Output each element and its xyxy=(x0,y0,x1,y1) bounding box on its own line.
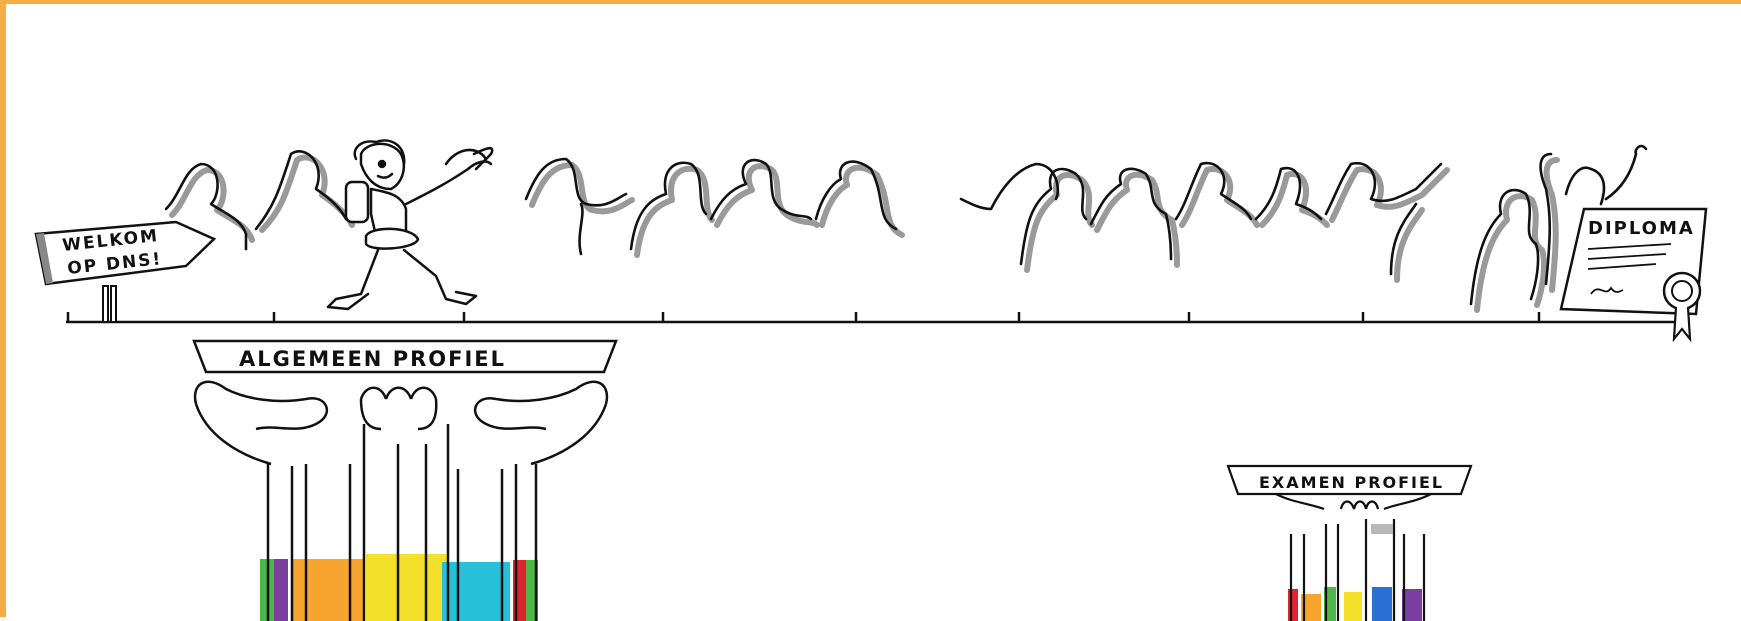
exam-profile-pillar: EXAMEN PROFIEL xyxy=(1228,466,1471,621)
timeline xyxy=(66,312,1686,322)
general-profile-label: ALGEMEEN PROFIEL xyxy=(239,347,506,371)
diploma-certificate: DIPLOMA xyxy=(1561,209,1706,339)
exam-profile-label: EXAMEN PROFIEL xyxy=(1259,473,1444,492)
welcome-sign: WELKOM OP DNS! xyxy=(36,222,214,322)
diploma-label: DIPLOMA xyxy=(1588,218,1695,239)
general-profile-pillar: ALGEMEEN PROFIEL xyxy=(194,341,616,621)
whiteboard-illustration: WELKOM OP DNS! xyxy=(6,4,1741,621)
